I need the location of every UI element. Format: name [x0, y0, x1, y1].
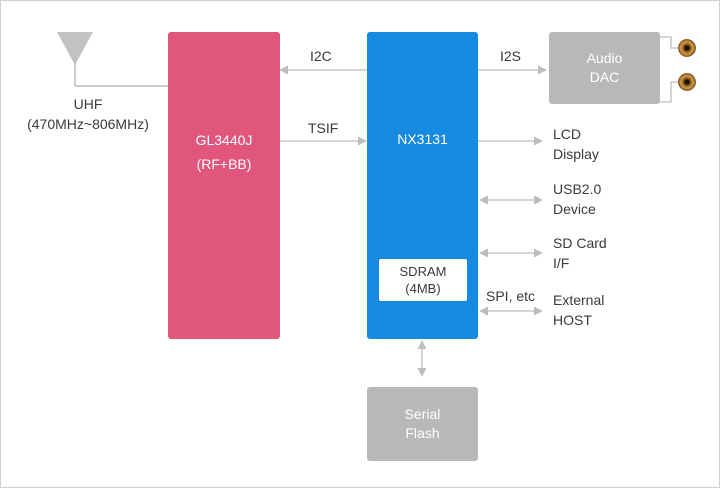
speaker-icon: [678, 73, 696, 91]
antenna-icon: [57, 32, 168, 87]
sd-line1: SD Card: [553, 235, 607, 251]
tsif-label: TSIF: [308, 120, 339, 136]
audio-dac-line1: Audio: [586, 50, 623, 66]
serial-flash-block: Serial Flash: [367, 387, 478, 461]
usb-line2: Device: [553, 201, 596, 217]
host-line1: External: [553, 292, 605, 308]
host-label: External HOST: [553, 290, 604, 330]
i2s-label: I2S: [500, 48, 522, 64]
flash-line2: Flash: [405, 425, 440, 441]
tuner-sub: (RF+BB): [196, 156, 252, 172]
host-line2: HOST: [553, 312, 592, 328]
spi-label: SPI, etc: [486, 288, 536, 304]
soc-name: NX3131: [397, 131, 448, 147]
antenna-name: UHF: [73, 96, 103, 112]
tuner-name: GL3440J: [195, 132, 253, 148]
antenna-range: (470MHz~806MHz): [27, 116, 149, 132]
antenna-label: UHF (470MHz~806MHz): [21, 94, 155, 134]
audio-dac-block: Audio DAC: [549, 32, 660, 104]
sdram-name: SDRAM: [399, 264, 447, 279]
sd-line2: I/F: [553, 255, 570, 271]
lcd-line2: Display: [553, 146, 599, 162]
speaker-wires: [660, 36, 678, 103]
flash-line1: Serial: [404, 406, 441, 422]
speaker-icon: [678, 39, 696, 57]
lcd-line1: LCD: [553, 126, 582, 142]
i2c-label: I2C: [310, 48, 332, 64]
sd-label: SD Card I/F: [553, 233, 607, 273]
audio-dac-line2: DAC: [589, 69, 620, 85]
sdram-block: SDRAM (4MB): [379, 259, 467, 301]
sdram-size: (4MB): [405, 281, 441, 296]
usb-line1: USB2.0: [553, 181, 602, 197]
usb-label: USB2.0 Device: [553, 179, 601, 219]
lcd-label: LCD Display: [553, 124, 599, 164]
tuner-block: GL3440J (RF+BB): [168, 32, 280, 339]
